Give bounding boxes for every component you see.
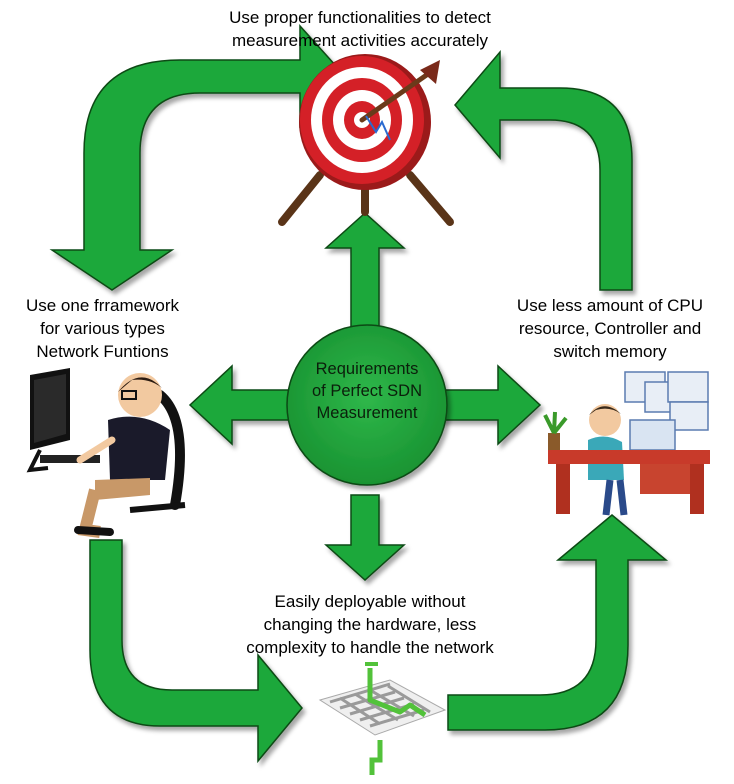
top-requirement-line-2: measurement activities accurately: [231, 31, 489, 50]
center-title: Requirements of Perfect SDN Measurement: [285, 358, 449, 424]
office-worker-icon: [543, 371, 710, 516]
person-at-computer-icon: [26, 368, 186, 538]
top-requirement-label: Use proper functionalities to detect mea…: [150, 6, 570, 52]
left-requirement-line-1: Use one frramework: [25, 296, 180, 315]
right-requirement-label: Use less amount of CPU resource, Control…: [486, 294, 734, 363]
top-requirement-line-1: Use proper functionalities to detect: [229, 8, 491, 27]
curved-arrow-top-left: [49, 24, 347, 291]
center-title-line-1: Requirements: [315, 360, 419, 378]
right-requirement-line-1: Use less amount of CPU: [516, 296, 704, 315]
right-requirement-line-2: resource, Controller and: [518, 319, 702, 338]
center-title-line-2: of Perfect SDN: [311, 382, 423, 400]
arrow-left: [188, 364, 301, 446]
target-icon: [278, 54, 454, 226]
left-requirement-label: Use one frramework for various types Net…: [0, 294, 205, 363]
right-requirement-line-3: switch memory: [553, 342, 667, 361]
center-title-line-3: Measurement: [316, 404, 418, 422]
bottom-requirement-line-1: Easily deployable without: [274, 592, 466, 611]
bottom-requirement-label: Easily deployable without changing the h…: [210, 590, 530, 659]
arrow-down: [324, 494, 406, 582]
curved-arrow-bottom-left: [89, 539, 303, 764]
maze-icon: [318, 662, 447, 775]
bottom-requirement-line-2: changing the hardware, less: [263, 615, 477, 634]
curved-arrow-bottom-right: [447, 514, 669, 731]
arrow-up: [324, 211, 406, 336]
curved-arrow-top-right: [454, 49, 633, 291]
bottom-requirement-line-3: complexity to handle the network: [246, 638, 494, 657]
center-circle: [286, 324, 448, 486]
left-requirement-line-2: for various types: [40, 319, 165, 338]
left-requirement-line-3: Network Funtions: [36, 342, 169, 361]
